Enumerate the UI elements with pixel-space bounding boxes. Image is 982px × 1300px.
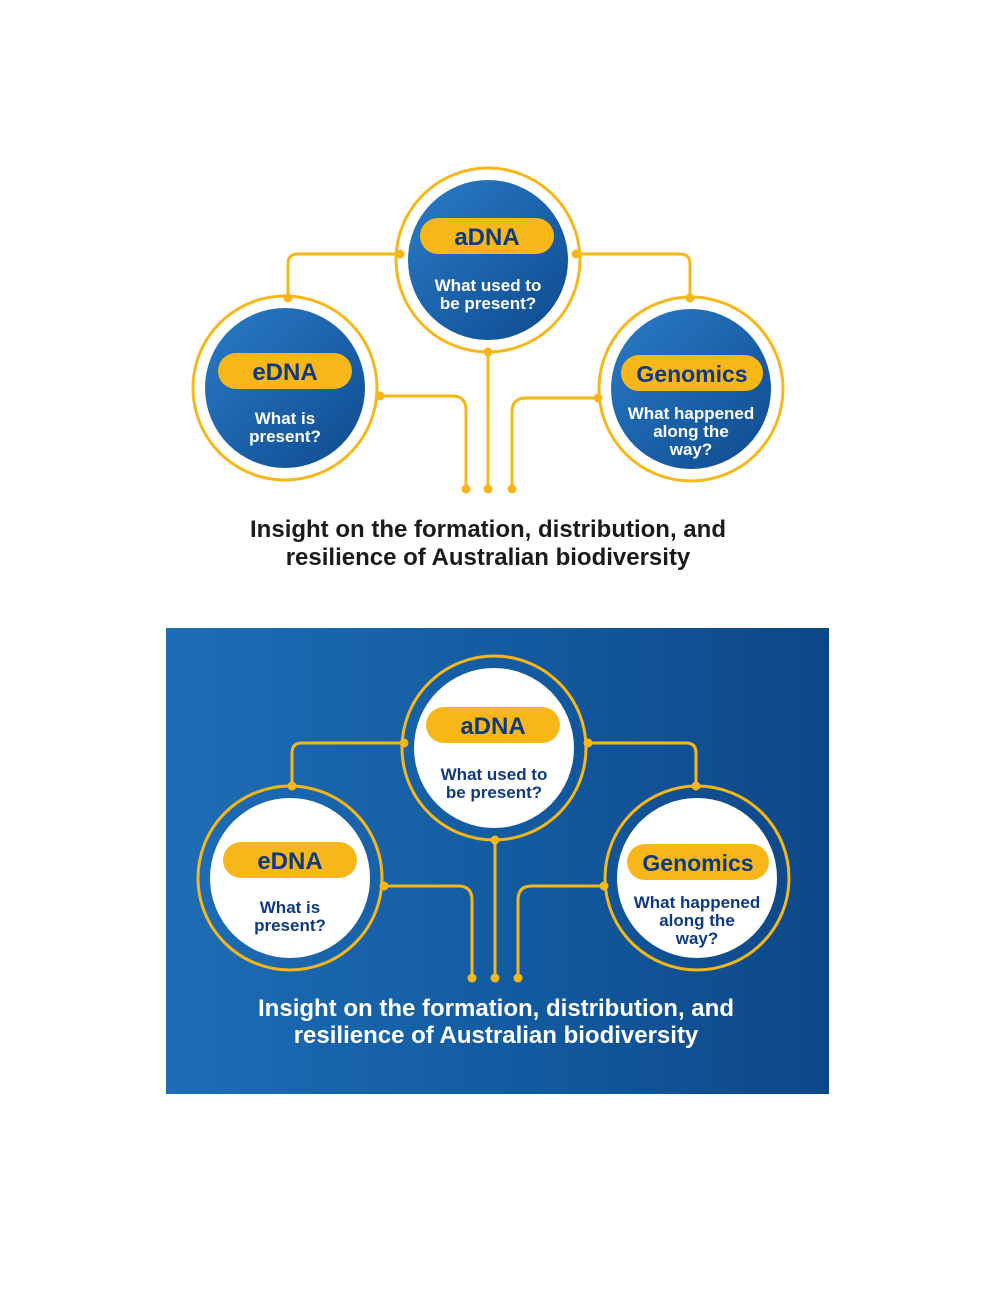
node-ring [400,654,588,842]
node-ring [196,784,384,972]
dot [467,973,477,983]
node-question-line: along the [653,422,729,441]
node-ring [597,295,785,483]
node-question-line: be present? [440,294,536,313]
node-genomics: Genomics What happened along the way? [597,295,785,483]
connector-adna-to-edna [286,252,400,296]
caption-line: resilience of Australian biodiversity [286,544,691,571]
connector-genomics-down [510,396,598,488]
node-question-line: What used to [441,765,548,784]
diagram-light-version: aDNA What used to be present? eDNA What … [0,0,982,600]
caption-line: Insight on the formation, distribution, … [250,516,726,543]
node-pill [426,707,560,743]
node-title: aDNA [454,224,519,251]
node-edna: eDNA What is present? [191,294,379,482]
node-genomics: Genomics What happened along the way? [603,784,791,972]
diagram-light-svg: aDNA What used to be present? eDNA What … [191,166,785,571]
connector-lines [290,741,698,977]
node-adna: aDNA What used to be present? [400,654,588,842]
node-edna: eDNA What is present? [196,784,384,972]
node-pill [621,355,763,391]
node-question-line: present? [249,427,321,446]
dot [490,973,500,983]
connector-lines [286,252,692,488]
node-question-line: What is [255,409,315,428]
diagram-dark-svg: aDNA What used to be present? eDNA What … [196,654,791,1049]
dot [483,484,493,494]
node-question-line: along the [659,911,735,930]
connector-edna-down [384,884,474,977]
node-question-line: be present? [446,783,542,802]
node-pill [420,218,554,254]
node-pill [627,844,769,880]
node-ring [603,784,791,972]
dot [461,484,471,494]
caption-line: Insight on the formation, distribution, … [258,995,734,1022]
connector-adna-to-genomics [576,252,692,296]
node-circle [408,180,568,340]
node-question-line: What is [260,898,320,917]
node-circle [414,668,574,828]
node-title: eDNA [257,848,322,875]
node-adna: aDNA What used to be present? [394,166,582,354]
connector-adna-to-edna [290,741,404,784]
node-title: Genomics [636,361,747,387]
node-title: aDNA [460,713,525,740]
node-question-line: What used to [435,276,542,295]
connector-adna-to-genomics [588,741,698,784]
caption-line: resilience of Australian biodiversity [294,1022,699,1049]
node-question-line: way? [675,929,719,948]
dot [513,973,523,983]
connector-genomics-down [516,884,604,977]
node-pill [223,842,357,878]
node-title: Genomics [642,850,753,876]
connector-edna-down [380,394,468,488]
node-question-line: What happened [634,893,761,912]
diagram-dark-version: aDNA What used to be present? eDNA What … [166,628,829,1094]
node-ring [394,166,582,354]
node-question-line: way? [669,440,713,459]
dot [507,484,517,494]
node-question-line: present? [254,916,326,935]
node-ring [191,294,379,482]
node-question-line: What happened [628,404,755,423]
node-title: eDNA [252,359,317,386]
node-pill [218,353,352,389]
